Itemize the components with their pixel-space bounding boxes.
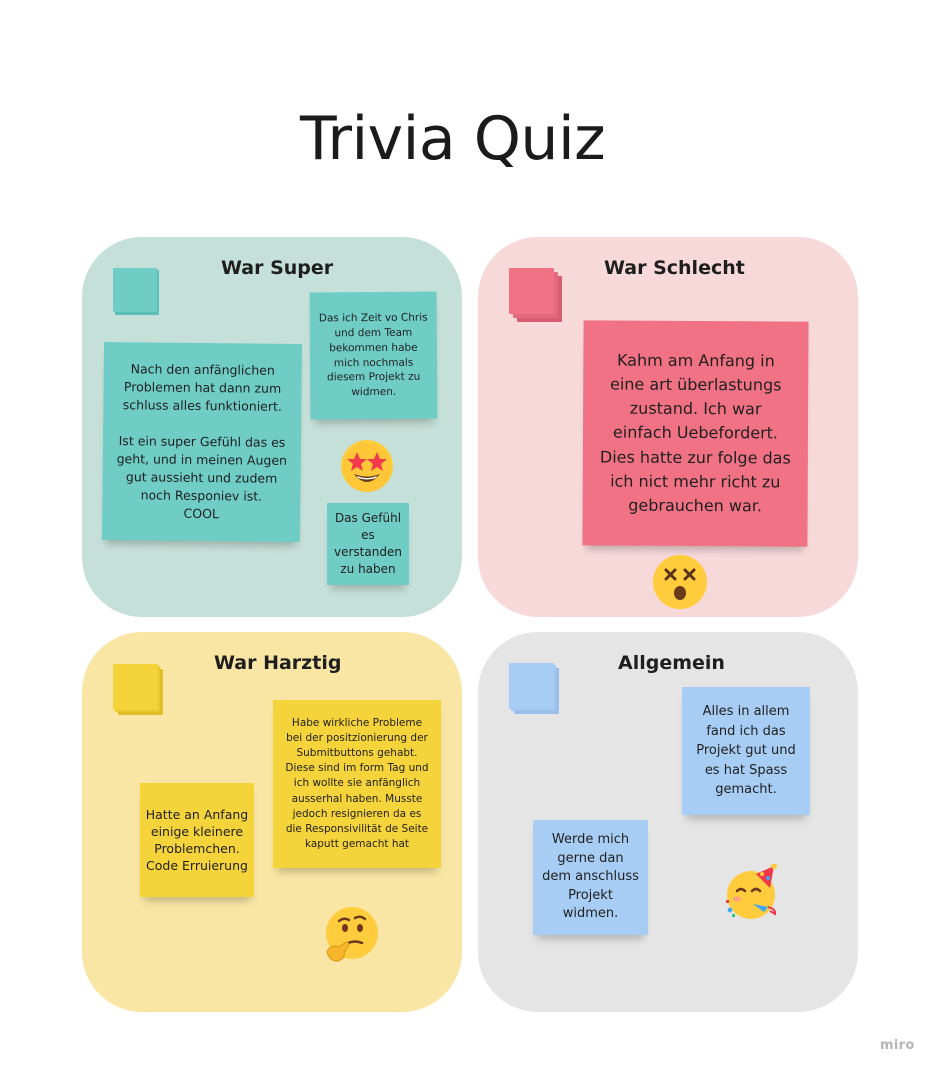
- quadrant-heading: War Schlecht: [604, 257, 745, 279]
- sticky-note[interactable]: Hatte an Anfang einige kleinere Problemc…: [140, 783, 254, 897]
- quadrant-heading: War Super: [221, 257, 334, 279]
- sticky-note[interactable]: Das Gefühl es verstanden zu haben: [327, 503, 409, 585]
- sticky-note[interactable]: Werde mich gerne dan dem anschluss Proje…: [533, 820, 648, 935]
- sticky-stack-icon[interactable]: [113, 268, 159, 316]
- sticky-note[interactable]: Das ich Zeit vo Chris und dem Team bekom…: [309, 291, 438, 420]
- miro-watermark: miro: [880, 1038, 915, 1053]
- partying-face-emoji[interactable]: [724, 864, 782, 922]
- sticky-stack-icon[interactable]: [509, 268, 563, 324]
- sticky-stack-icon[interactable]: [113, 664, 163, 716]
- thinking-face-emoji[interactable]: [322, 906, 380, 964]
- sticky-note[interactable]: Habe wirkliche Probleme bei der positzio…: [273, 700, 441, 868]
- star-struck-emoji[interactable]: [339, 438, 395, 494]
- board-title: Trivia Quiz: [300, 104, 606, 174]
- sticky-note[interactable]: Kahm am Anfang in eine art überlastungs …: [582, 320, 809, 547]
- quadrant-heading: War Harztig: [214, 652, 342, 674]
- sticky-note[interactable]: Nach den anfänglichen Problemen hat dann…: [101, 341, 303, 543]
- sticky-note[interactable]: Alles in allem fand ich das Projekt gut …: [682, 687, 810, 815]
- sticky-stack-icon[interactable]: [509, 663, 559, 715]
- quadrant-heading: Allgemein: [618, 652, 725, 674]
- dizzy-face-emoji[interactable]: [651, 553, 709, 611]
